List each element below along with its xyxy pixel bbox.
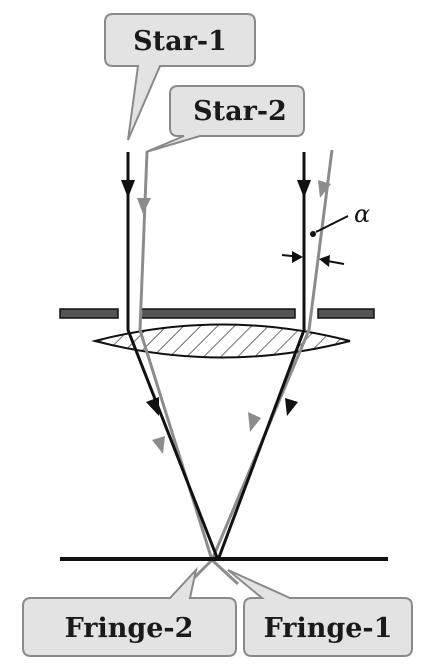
alpha-dimension-arrow-right (319, 255, 330, 267)
fringe2-label: Fringe-2 (65, 613, 194, 644)
star2-ray-right (210, 149, 334, 561)
alpha-leader (315, 215, 349, 233)
alpha-vertex-dot (310, 231, 316, 237)
aperture-right-bar (317, 308, 375, 319)
alpha-dimension-arrow-left (292, 251, 303, 263)
fringe2-callout-bubble (22, 566, 237, 657)
star2-arrow-left-top (137, 198, 151, 214)
fringe1-callout: Fringe-1 (227, 569, 413, 657)
star2-callout: Star-2 (145, 85, 305, 153)
fringe1-label: Fringe-1 (264, 613, 393, 644)
star1-rays (121, 152, 311, 561)
star1-arrow-right-top (297, 180, 311, 198)
lens (91, 323, 351, 359)
star2-ray-right-exit (210, 558, 240, 586)
fringe1-callout-bubble (227, 569, 413, 657)
alpha-label: α (354, 200, 370, 228)
star2-callout-bubble (145, 85, 305, 153)
star2-arrow-left-bottom (152, 436, 165, 454)
star1-label: Star-1 (133, 26, 227, 57)
fringe2-callout: Fringe-2 (22, 566, 237, 657)
star1-ray-left (126, 152, 220, 561)
aperture-mask (59, 308, 375, 319)
star2-label: Star-2 (193, 96, 287, 127)
star2-arrow-right-bottom (248, 412, 261, 432)
star1-arrow-left-top (121, 180, 135, 198)
aperture-middle-bar (140, 308, 296, 319)
star1-callout-bubble (104, 13, 256, 141)
alpha-indicator: α (281, 200, 370, 267)
star1-ray-right (216, 152, 306, 561)
aperture-left-bar (59, 308, 119, 319)
star2-arrow-right-top (318, 180, 331, 198)
star1-arrow-left-bottom (146, 397, 159, 416)
star1-arrow-right-bottom (285, 398, 298, 416)
star1-callout: Star-1 (104, 13, 256, 141)
